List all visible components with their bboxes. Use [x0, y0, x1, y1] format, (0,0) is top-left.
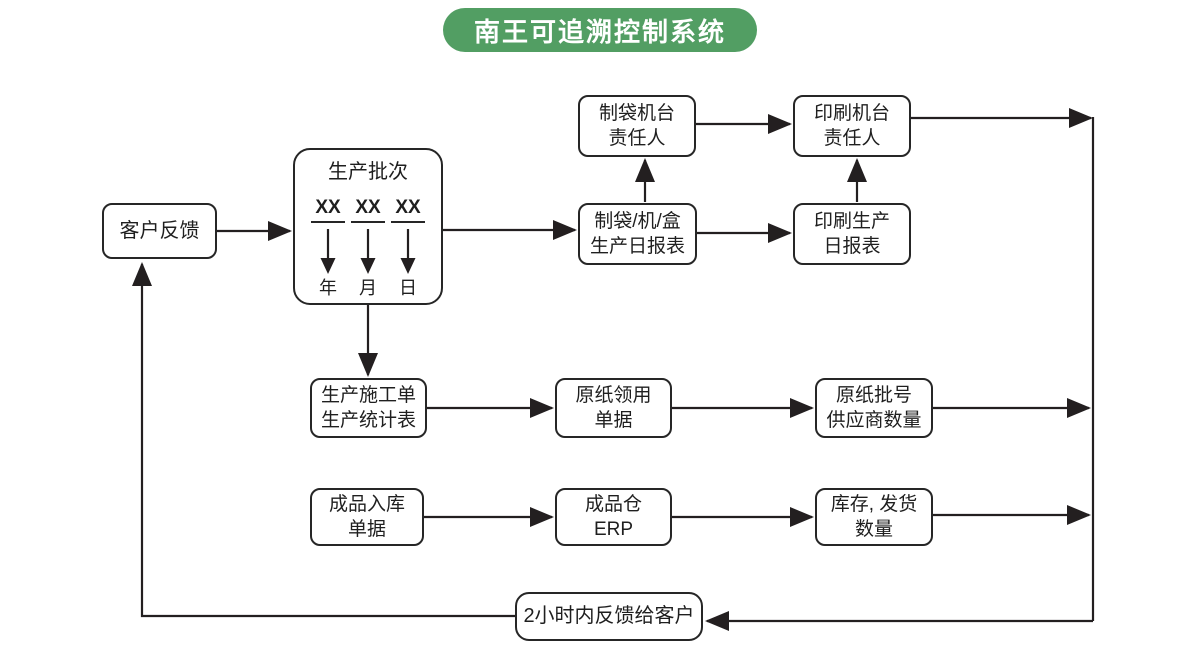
node-label: 印刷机台 责任人 — [813, 102, 890, 149]
batch-code: XX — [391, 195, 425, 224]
batch-code: XX — [351, 195, 385, 224]
batch-unit: 年 — [319, 278, 337, 299]
node-label: 成品仓 ERP — [584, 493, 642, 540]
node-label: 原纸领用 单据 — [575, 384, 652, 431]
connector-feedback2h-to-customer — [132, 262, 515, 618]
node-print-daily-report: 印刷生产 日报表 — [793, 203, 911, 265]
down-arrow-icon — [360, 229, 376, 275]
node-label: 原纸批号 供应商数量 — [826, 384, 922, 431]
node-label: 制袋/机/盒 生产日报表 — [589, 210, 685, 257]
diagram-title-badge: 南王可追溯控制系统 — [443, 8, 757, 52]
down-arrow-icon — [320, 229, 336, 275]
diagram-title: 南王可追溯控制系统 — [473, 16, 726, 47]
node-label: 2小时内反馈给客户 — [523, 605, 695, 628]
batch-column-year: XX 年 — [310, 195, 346, 301]
node-finished-warehouse: 成品仓 ERP — [555, 488, 672, 546]
node-print-machine-person: 印刷机台 责任人 — [793, 95, 911, 157]
batch-title: 生产批次 — [328, 161, 408, 183]
down-arrow-icon — [400, 229, 416, 275]
node-paper-batch: 原纸批号 供应商数量 — [815, 378, 933, 438]
batch-unit: 日 — [399, 278, 417, 299]
batch-columns: XX 年 XX 月 XX — [310, 195, 426, 301]
node-production-batch: 生产批次 XX 年 XX 月 XX — [293, 148, 443, 305]
node-bag-daily-report: 制袋/机/盒 生产日报表 — [578, 203, 697, 265]
node-bag-machine-person: 制袋机台 责任人 — [578, 95, 696, 157]
node-feedback-2h: 2小时内反馈给客户 — [515, 592, 703, 641]
node-finished-goods-receipt: 成品入库 单据 — [310, 488, 424, 546]
node-paper-requisition: 原纸领用 单据 — [555, 378, 672, 438]
node-work-order: 生产施工单 生产统计表 — [310, 378, 427, 438]
node-label: 库存, 发货 数量 — [830, 493, 918, 540]
batch-code: XX — [311, 195, 345, 224]
node-customer-feedback: 客户反馈 — [102, 203, 217, 259]
node-label: 生产施工单 生产统计表 — [320, 384, 416, 431]
node-inventory-shipment: 库存, 发货 数量 — [815, 488, 933, 546]
node-label: 成品入库 单据 — [328, 493, 405, 540]
batch-column-day: XX 日 — [390, 195, 426, 301]
batch-column-month: XX 月 — [350, 195, 386, 301]
node-label: 印刷生产 日报表 — [813, 210, 890, 257]
node-label: 客户反馈 — [119, 219, 200, 242]
batch-unit: 月 — [359, 278, 377, 299]
node-label: 制袋机台 责任人 — [598, 102, 675, 149]
